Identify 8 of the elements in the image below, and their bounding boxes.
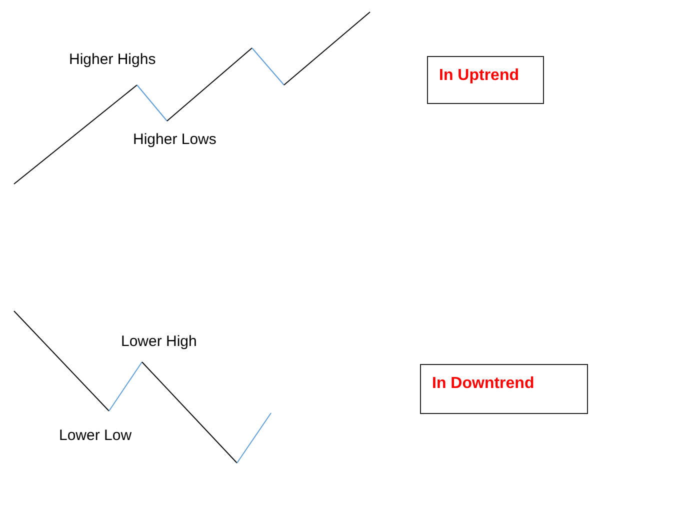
swing-label: Higher Highs <box>69 51 156 69</box>
trend-title: In Downtrend <box>432 375 534 393</box>
swing-label: Lower Low <box>59 427 132 445</box>
swing-label: Lower High <box>121 333 197 351</box>
trend-box <box>427 56 544 104</box>
trend-title: In Uptrend <box>439 67 519 85</box>
swing-label: Higher Lows <box>133 131 216 149</box>
trend-box <box>420 364 588 414</box>
